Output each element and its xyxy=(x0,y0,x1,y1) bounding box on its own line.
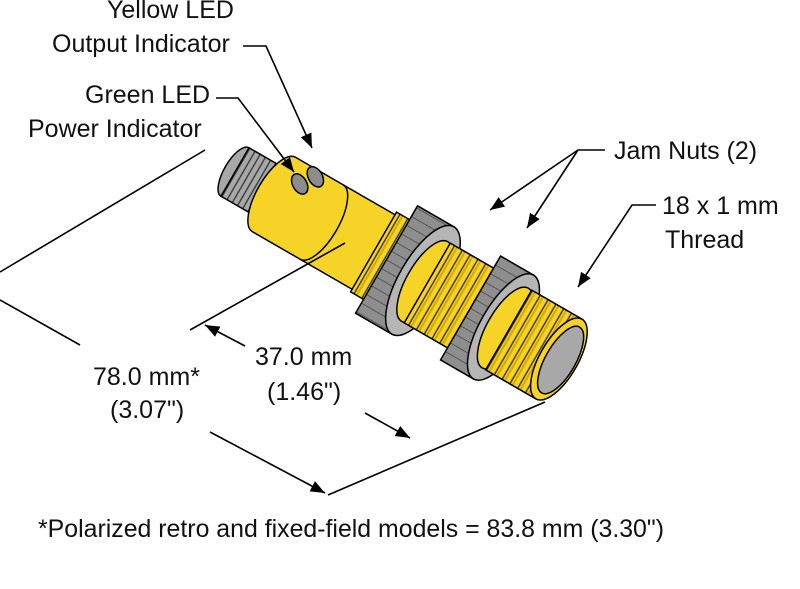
dimension-lines xyxy=(0,149,546,496)
yellow-body xyxy=(247,155,396,290)
overall-length-in: (3.07") xyxy=(110,396,184,424)
green-led-label-2: Power Indicator xyxy=(28,115,202,143)
green-led-power-indicator xyxy=(290,173,309,195)
thread-label-2: Thread xyxy=(665,226,744,254)
sensor-face xyxy=(529,317,588,401)
overall-length-mm: 78.0 mm* xyxy=(93,363,200,391)
jam-nut-1 xyxy=(354,204,462,337)
yellow-led-output-indicator xyxy=(306,165,325,188)
sensor xyxy=(217,146,588,401)
jam-nut-2 xyxy=(439,255,541,381)
yellow-led-label: Yellow LED xyxy=(107,0,234,24)
thread-label: 18 x 1 mm xyxy=(662,192,779,220)
green-led-label: Green LED xyxy=(85,81,210,109)
footnote: *Polarized retro and fixed-field models … xyxy=(38,515,664,543)
yellow-led-label-2: Output Indicator xyxy=(52,30,230,58)
leader-lines xyxy=(216,45,656,288)
thread-length-mm: 37.0 mm xyxy=(255,343,352,371)
jam-nuts-label: Jam Nuts (2) xyxy=(614,137,757,165)
thread-length-in: (1.46") xyxy=(267,378,341,406)
